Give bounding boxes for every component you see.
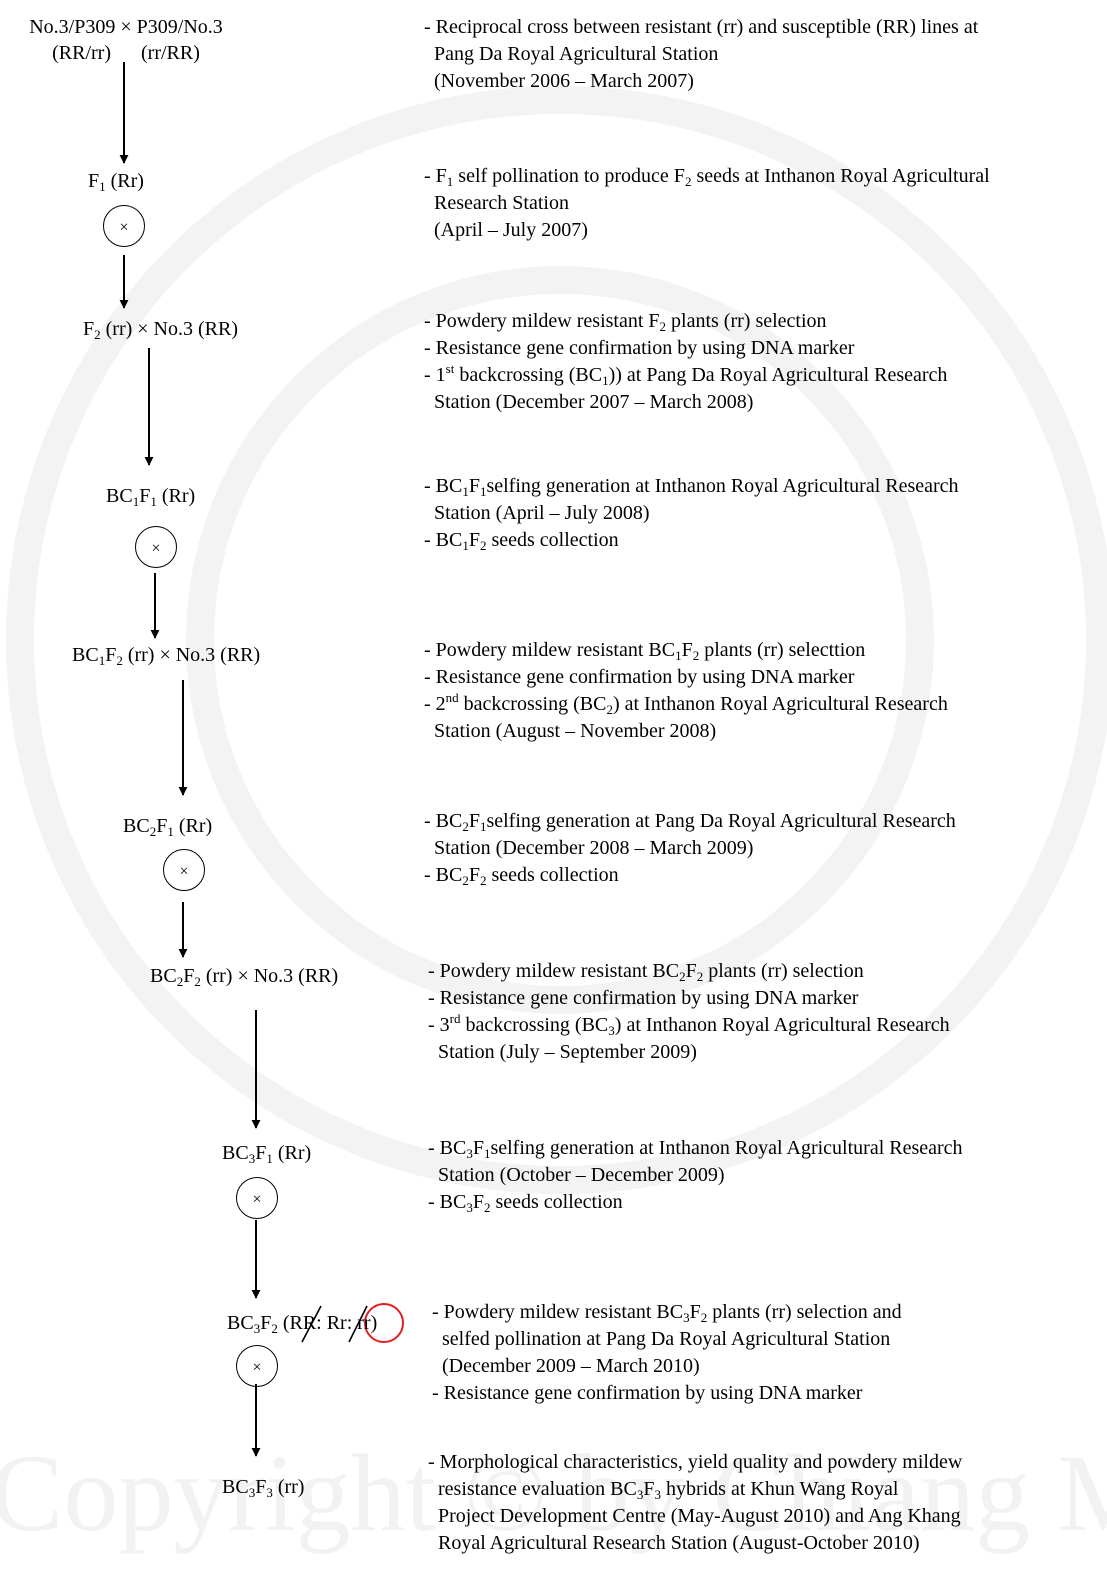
description-line: Station (December 2007 – March 2008) bbox=[424, 391, 754, 413]
description-line: resistance evaluation BC3F3 hybrids at K… bbox=[428, 1478, 899, 1502]
parental-cross: No.3/P309 × P309/No.3 (RR/rr) (rr/RR) bbox=[10, 14, 242, 66]
node-bc3f2-segregation: BC3F2 (RR: Rr: rr) bbox=[227, 1312, 378, 1336]
selfing-icon: × bbox=[236, 1345, 278, 1387]
selfing-icon: × bbox=[163, 849, 205, 891]
description-line: - F1 self pollination to produce F2 seed… bbox=[424, 165, 990, 189]
description-line: Research Station bbox=[424, 192, 569, 214]
description-line: Royal Agricultural Research Station (Aug… bbox=[428, 1532, 920, 1554]
description-line: - Powdery mildew resistant BC3F2 plants … bbox=[432, 1301, 902, 1325]
node-bc1f1: BC1F1 (Rr) bbox=[106, 485, 196, 509]
description-line: - BC3F1selfing generation at Inthanon Ro… bbox=[428, 1137, 963, 1161]
description-line: - BC1F1selfing generation at Inthanon Ro… bbox=[424, 475, 959, 499]
step-description-bc3f3: - Morphological characteristics, yield q… bbox=[428, 1449, 962, 1557]
description-line: - 2nd backcrossing (BC2) at Inthanon Roy… bbox=[424, 690, 948, 717]
description-line: Station (July – September 2009) bbox=[428, 1041, 697, 1063]
node-bc3f1: BC3F1 (Rr) bbox=[222, 1142, 312, 1166]
node-bc1f2-backcross: BC1F2 (rr) × No.3 (RR) bbox=[72, 644, 261, 668]
description-line: - 3rd backcrossing (BC3) at Inthanon Roy… bbox=[428, 1011, 950, 1038]
description-line: - Powdery mildew resistant BC1F2 plants … bbox=[424, 639, 866, 663]
node-f2-backcross: F2 (rr) × No.3 (RR) bbox=[83, 318, 238, 342]
step-description-bc3f2: - Powdery mildew resistant BC3F2 plants … bbox=[432, 1299, 902, 1407]
description-line: - BC2F2 seeds collection bbox=[424, 864, 619, 888]
description-line: - BC3F2 seeds collection bbox=[428, 1191, 623, 1215]
selfing-icon: × bbox=[236, 1177, 278, 1219]
step-description-f2: - Powdery mildew resistant F2 plants (rr… bbox=[424, 308, 947, 416]
node-bc2f2-backcross: BC2F2 (rr) × No.3 (RR) bbox=[150, 965, 339, 989]
parent-genotype-left: (RR/rr) bbox=[52, 42, 111, 64]
description-line: (December 2009 – March 2010) bbox=[432, 1355, 700, 1377]
description-line: - 1st backcrossing (BC1)) at Pang Da Roy… bbox=[424, 361, 948, 388]
selfing-icon: × bbox=[103, 205, 145, 247]
description-line: - Powdery mildew resistant BC2F2 plants … bbox=[428, 960, 864, 984]
description-line: - Resistance gene confirmation by using … bbox=[432, 1382, 863, 1404]
parental-genotypes: (RR/rr) (rr/RR) bbox=[10, 40, 242, 66]
description-line: - Morphological characteristics, yield q… bbox=[428, 1451, 963, 1473]
description-line: - Resistance gene confirmation by using … bbox=[424, 337, 855, 359]
node-bc3f3: BC3F3 (rr) bbox=[222, 1476, 305, 1500]
selfing-icon: × bbox=[135, 526, 177, 568]
description-line: (April – July 2007) bbox=[424, 219, 588, 241]
description-line: - Resistance gene confirmation by using … bbox=[428, 987, 859, 1009]
step-description-f1: - F1 self pollination to produce F2 seed… bbox=[424, 163, 990, 244]
description-line: Pang Da Royal Agricultural Station bbox=[424, 43, 719, 65]
description-line: - Reciprocal cross between resistant (rr… bbox=[424, 16, 979, 38]
step-description-cross: - Reciprocal cross between resistant (rr… bbox=[424, 14, 978, 95]
description-line: - Resistance gene confirmation by using … bbox=[424, 666, 855, 688]
description-line: Project Development Centre (May-August 2… bbox=[428, 1505, 961, 1527]
description-line: selfed pollination at Pang Da Royal Agri… bbox=[432, 1328, 891, 1350]
parental-cross-line: No.3/P309 × P309/No.3 bbox=[29, 16, 223, 38]
step-description-bc2f2: - Powdery mildew resistant BC2F2 plants … bbox=[428, 958, 950, 1066]
step-description-bc1f2: - Powdery mildew resistant BC1F2 plants … bbox=[424, 637, 948, 745]
node-f1: F1 (Rr) bbox=[88, 170, 144, 194]
parent-genotype-right: (rr/RR) bbox=[141, 42, 200, 64]
node-bc2f1: BC2F1 (Rr) bbox=[123, 815, 213, 839]
step-description-bc1f1: - BC1F1selfing generation at Inthanon Ro… bbox=[424, 473, 959, 554]
description-line: - BC1F2 seeds collection bbox=[424, 529, 619, 553]
description-line: Station (December 2008 – March 2009) bbox=[424, 837, 754, 859]
step-description-bc2f1: - BC2F1selfing generation at Pang Da Roy… bbox=[424, 808, 956, 889]
description-line: (November 2006 – March 2007) bbox=[424, 70, 694, 92]
step-description-bc3f1: - BC3F1selfing generation at Inthanon Ro… bbox=[428, 1135, 963, 1216]
description-line: Station (April – July 2008) bbox=[424, 502, 650, 524]
description-line: - BC2F1selfing generation at Pang Da Roy… bbox=[424, 810, 956, 834]
description-line: - Powdery mildew resistant F2 plants (rr… bbox=[424, 310, 827, 334]
description-line: Station (August – November 2008) bbox=[424, 720, 717, 742]
description-line: Station (October – December 2009) bbox=[428, 1164, 725, 1186]
